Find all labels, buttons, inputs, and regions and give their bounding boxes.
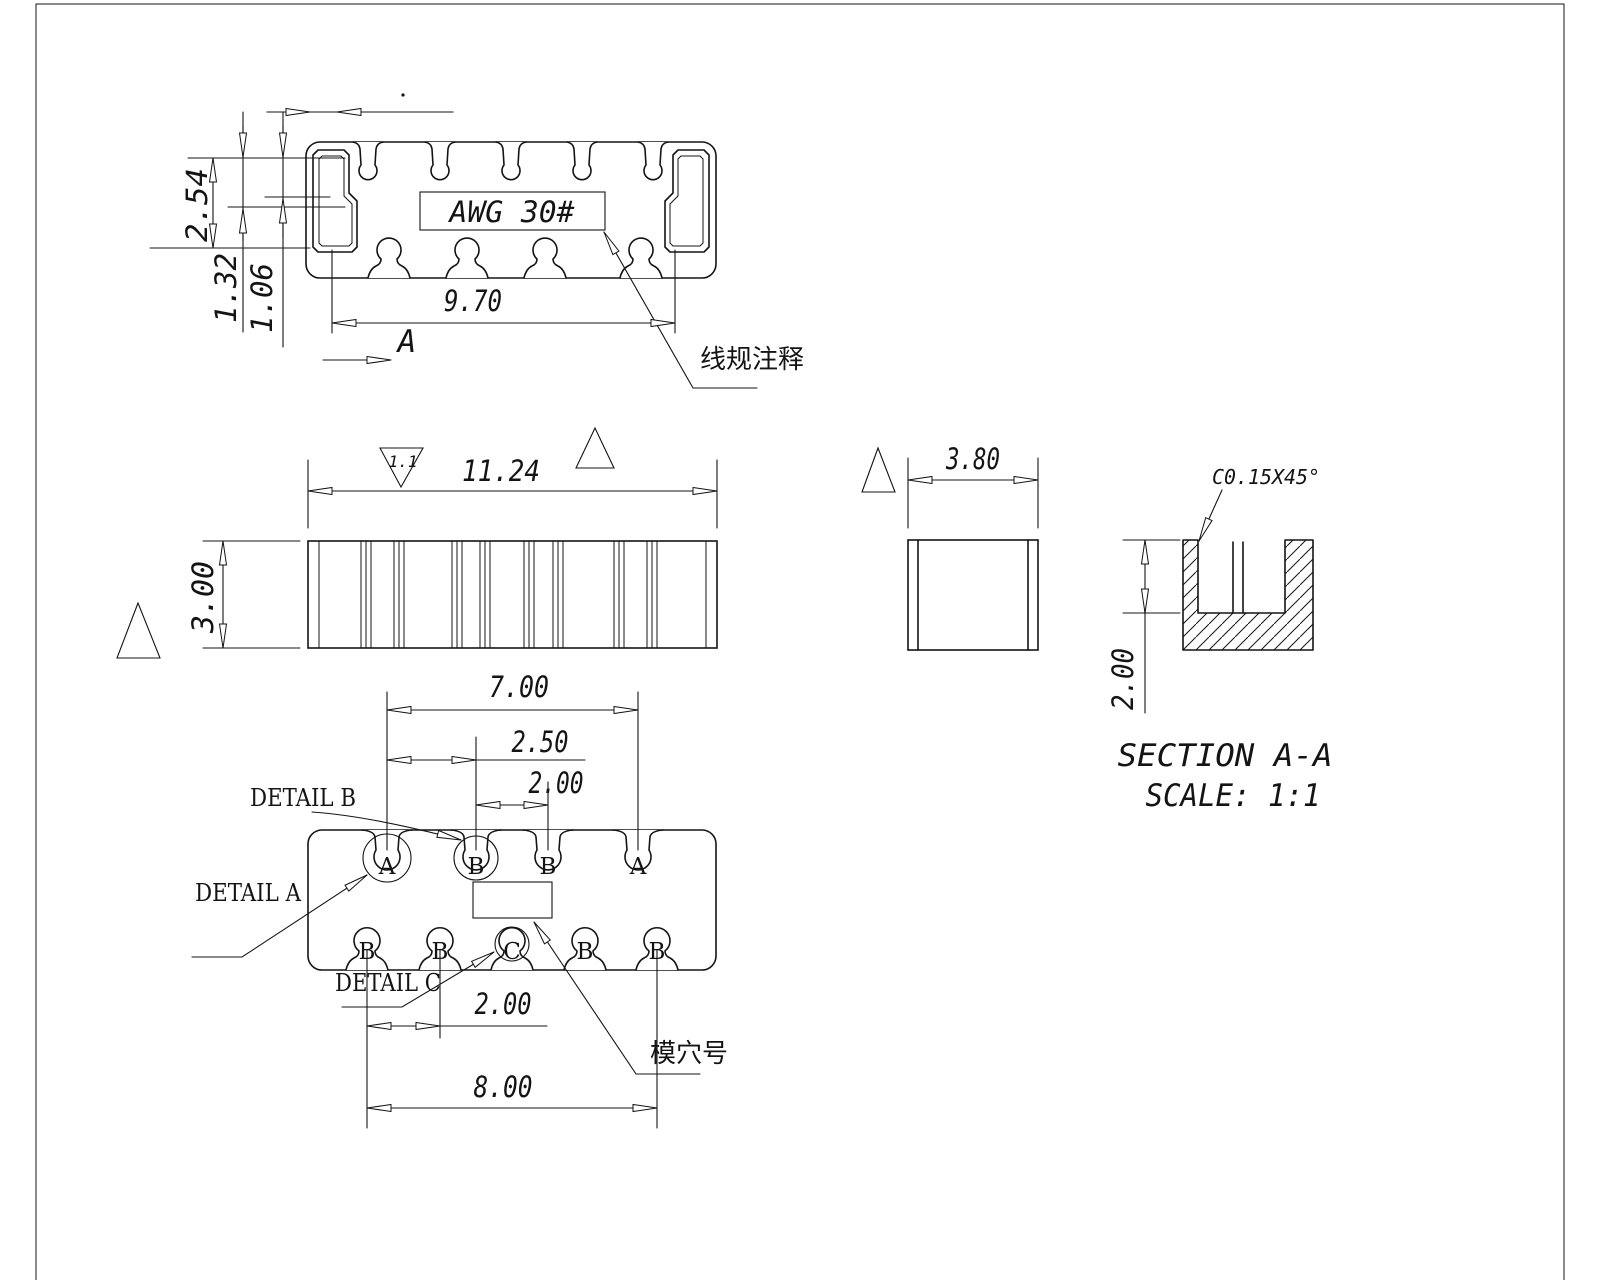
dim-970-text: 9.70 [444,284,502,318]
notch-shape [491,927,533,970]
detail-b-label: DETAIL B [250,784,356,812]
dim-380-text: 3.80 [945,442,1000,476]
dim-dot [401,93,405,97]
notch-letter: A [629,854,647,880]
dim-700-text: 7.00 [489,670,549,704]
detail-c-label: DETAIL C [335,969,441,997]
section-view: C0.15X45° 2.00 SECTION A-A SCALE: 1:1 [1106,465,1333,814]
dim-300-text: 3.00 [186,561,220,634]
notch-shape [418,926,462,971]
notch-shape [636,927,678,970]
revision-triangle-icon [861,446,896,493]
dim-132-text: 1.32 [209,253,243,323]
notch-shape [637,141,669,181]
detail-a-label: DETAIL A [195,879,302,907]
notch-shape [620,238,662,278]
notch-shape [424,141,456,181]
wire-gauge-text: AWG 30# [447,195,575,229]
notch-shape [419,927,461,970]
dim-106-text: 1.06 [245,263,279,333]
right-cutout-inner [669,155,704,247]
cavity-number-box [472,881,553,919]
wire-gauge-box [419,191,606,231]
notch-shape [563,926,607,971]
dim-200-section-text: 2.00 [1106,648,1140,710]
detail-a-leader [191,874,368,958]
bottom-view: A B B A B B C B B 7.00 2.50 2.00 2.00 8.… [191,670,728,1129]
surface-finish-icon [379,447,424,489]
top-view-notches [352,141,669,279]
notch-shape [490,926,534,971]
notch-letter: B [577,939,594,965]
section-scale: SCALE: 1:1 [1146,778,1321,814]
notch-shape [635,926,679,971]
dim-254-text: 2.54 [180,168,214,242]
front-view-body [307,540,718,649]
notch-shape [352,141,384,181]
revision-triangle-icon [116,601,161,659]
notch-letter: B [540,854,557,880]
cavity-note-text: 模穴号 [650,1039,728,1069]
front-view-slot-lines [318,541,707,648]
notch-shape [566,141,598,181]
notch-shape [361,829,413,871]
notch-shape [368,238,410,278]
notch-shape [524,238,566,278]
cavity-note-leader [533,921,701,1075]
notch-letter: A [378,854,396,880]
side-view: 3.80 [861,442,1039,651]
notch-letter: B [468,854,485,880]
dim-1124-text: 11.24 [462,454,540,488]
notch-shape [446,238,488,278]
dim-200-top-text: 2.00 [529,766,584,800]
dim-200-bottom-text: 2.00 [475,987,532,1021]
section-title: SECTION A-A [1118,738,1333,774]
detail-c-leader [341,951,495,1008]
chamfer-leader [1198,489,1223,542]
notch-shape [612,829,664,871]
wire-note-leader [603,231,758,389]
notch-shape [523,237,567,279]
notch-shape [445,237,489,279]
notch-shape [367,237,411,279]
chamfer-note-text: C0.15X45° [1212,465,1320,489]
top-view: AWG 30# 线规注释 2.54 1.32 1.06 9.70 A [149,93,804,389]
sheet-frame [35,3,1565,1280]
notch-shape [522,829,574,871]
dim-800-text: 8.00 [474,1070,533,1104]
section-hatched-body [1182,539,1314,651]
detail-b-leader [311,811,462,841]
revision-triangle-icon [575,426,615,469]
notch-shape [346,927,388,970]
notch-letter: C [503,939,521,965]
side-view-body [907,539,1039,651]
front-view: 11.24 1.1 3.00 [116,426,718,659]
right-cutout-outer [664,149,710,253]
notch-shape [564,927,606,970]
section-cut-label: A [396,324,417,360]
dim-250-text: 2.50 [512,725,569,759]
notch-shape [345,926,389,971]
notch-shape [619,237,663,279]
surface-finish-value: 1.1 [389,452,418,471]
detail-c-circle [494,926,530,962]
wire-note-text: 线规注释 [700,345,804,375]
notch-shape [495,141,527,181]
left-cutout-outer [312,149,358,253]
notch-shape [450,829,502,871]
